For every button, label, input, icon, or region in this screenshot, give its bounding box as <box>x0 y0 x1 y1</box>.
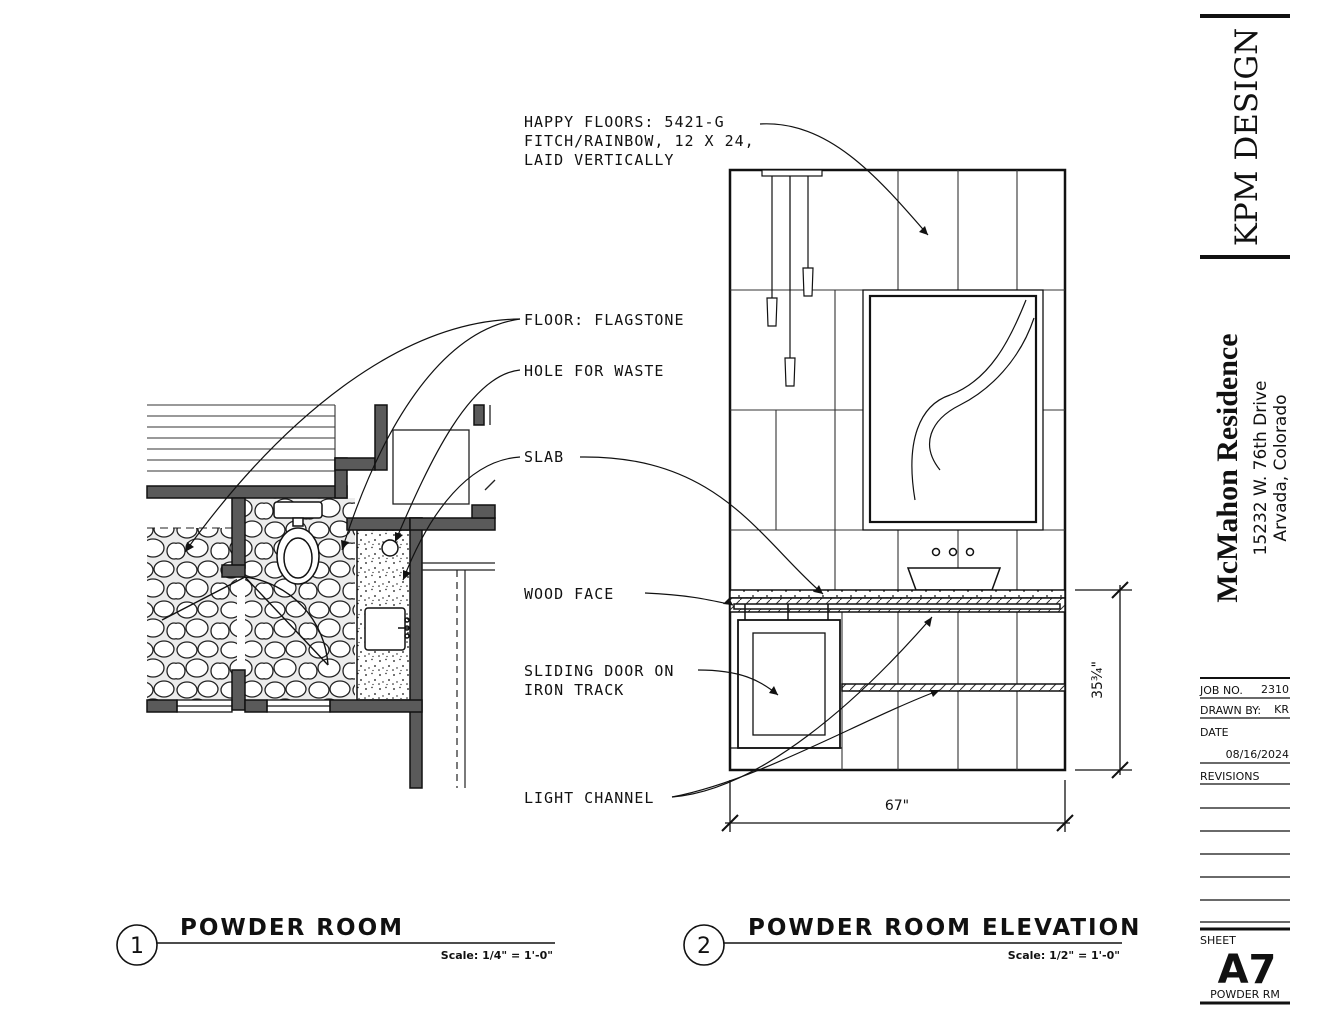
door-swing <box>161 576 329 666</box>
plan-exterior-lines <box>422 562 495 788</box>
dimension-height: 35¾" <box>1090 661 1106 699</box>
vessel-sink <box>906 547 1002 591</box>
sheet-number: A7 <box>1218 947 1277 993</box>
pendant-lights <box>761 169 823 387</box>
revisions-label: REVISIONS <box>1200 770 1259 783</box>
note-happy-floors-line1: HAPPY FLOORS: 5421-G <box>524 113 725 131</box>
iron-track <box>733 603 1061 620</box>
note-happy-floors-line2: FITCH/RAINBOW, 12 X 24, <box>524 132 755 150</box>
light-channel <box>841 683 1066 692</box>
plan-walls <box>146 404 496 789</box>
view-title-1-text: POWDER ROOM <box>180 915 404 941</box>
toilet-symbol <box>273 501 323 585</box>
plan-windows <box>176 699 331 713</box>
view-scale-1: Scale: 1/4" = 1'-0" <box>441 949 553 962</box>
note-light-channel: LIGHT CHANNEL <box>524 789 654 807</box>
sink-plan-symbol <box>364 539 410 651</box>
project-name: McMahon Residence <box>1211 333 1244 602</box>
view-scale-2: Scale: 1/2" = 1'-0" <box>1008 949 1120 962</box>
firm-name: KPM DESIGN <box>1229 28 1265 246</box>
view-number-2: 2 <box>697 934 711 959</box>
view-title-2-text: POWDER ROOM ELEVATION <box>748 915 1141 941</box>
leader-lines <box>184 123 941 798</box>
callout-notes: HAPPY FLOORS: 5421-G FITCH/RAINBOW, 12 X… <box>524 113 755 807</box>
mirror <box>862 289 1044 531</box>
flagstone-floor-hall <box>147 528 237 700</box>
floor-plan <box>146 404 496 789</box>
drawn-by-label: DRAWN BY: <box>1200 704 1261 717</box>
slab-elevation <box>729 589 1066 599</box>
view-title-1: 1 POWDER ROOM Scale: 1/4" = 1'-0" <box>116 915 555 966</box>
elevation: 67" 35¾" <box>721 168 1132 832</box>
sheet-label: SHEET <box>1200 934 1236 947</box>
note-happy-floors-line3: LAID VERTICALLY <box>524 151 674 169</box>
title-block: KPM DESIGN McMahon Residence 15232 W. 76… <box>1199 14 1291 1005</box>
address-line2: Arvada, Colorado <box>1271 394 1291 541</box>
address-line1: 15232 W. 76th Drive <box>1251 381 1271 556</box>
dimension-width: 67" <box>885 798 909 814</box>
stair-treads <box>147 404 336 478</box>
sliding-door <box>737 619 841 749</box>
view-title-2: 2 POWDER ROOM ELEVATION Scale: 1/2" = 1'… <box>683 915 1141 966</box>
drawn-by-value: KR <box>1274 703 1289 716</box>
note-slab: SLAB <box>524 448 564 466</box>
sheet-name: POWDER RM <box>1210 988 1280 1001</box>
note-floor: FLOOR: FLAGSTONE <box>524 311 685 329</box>
view-number-1: 1 <box>130 934 144 959</box>
note-hole: HOLE FOR WASTE <box>524 362 664 380</box>
note-sliding-door-line1: SLIDING DOOR ON <box>524 662 674 680</box>
job-no-value: 2310 <box>1261 683 1289 696</box>
date-value: 08/16/2024 <box>1226 748 1289 761</box>
note-sliding-door-line2: IRON TRACK <box>524 681 624 699</box>
job-no-label: JOB NO. <box>1199 684 1243 697</box>
leader-arrowheads <box>185 226 940 697</box>
plan-box <box>392 429 470 505</box>
date-label: DATE <box>1200 726 1229 739</box>
dimension-lines <box>721 581 1132 832</box>
note-wood-face: WOOD FACE <box>524 585 614 603</box>
